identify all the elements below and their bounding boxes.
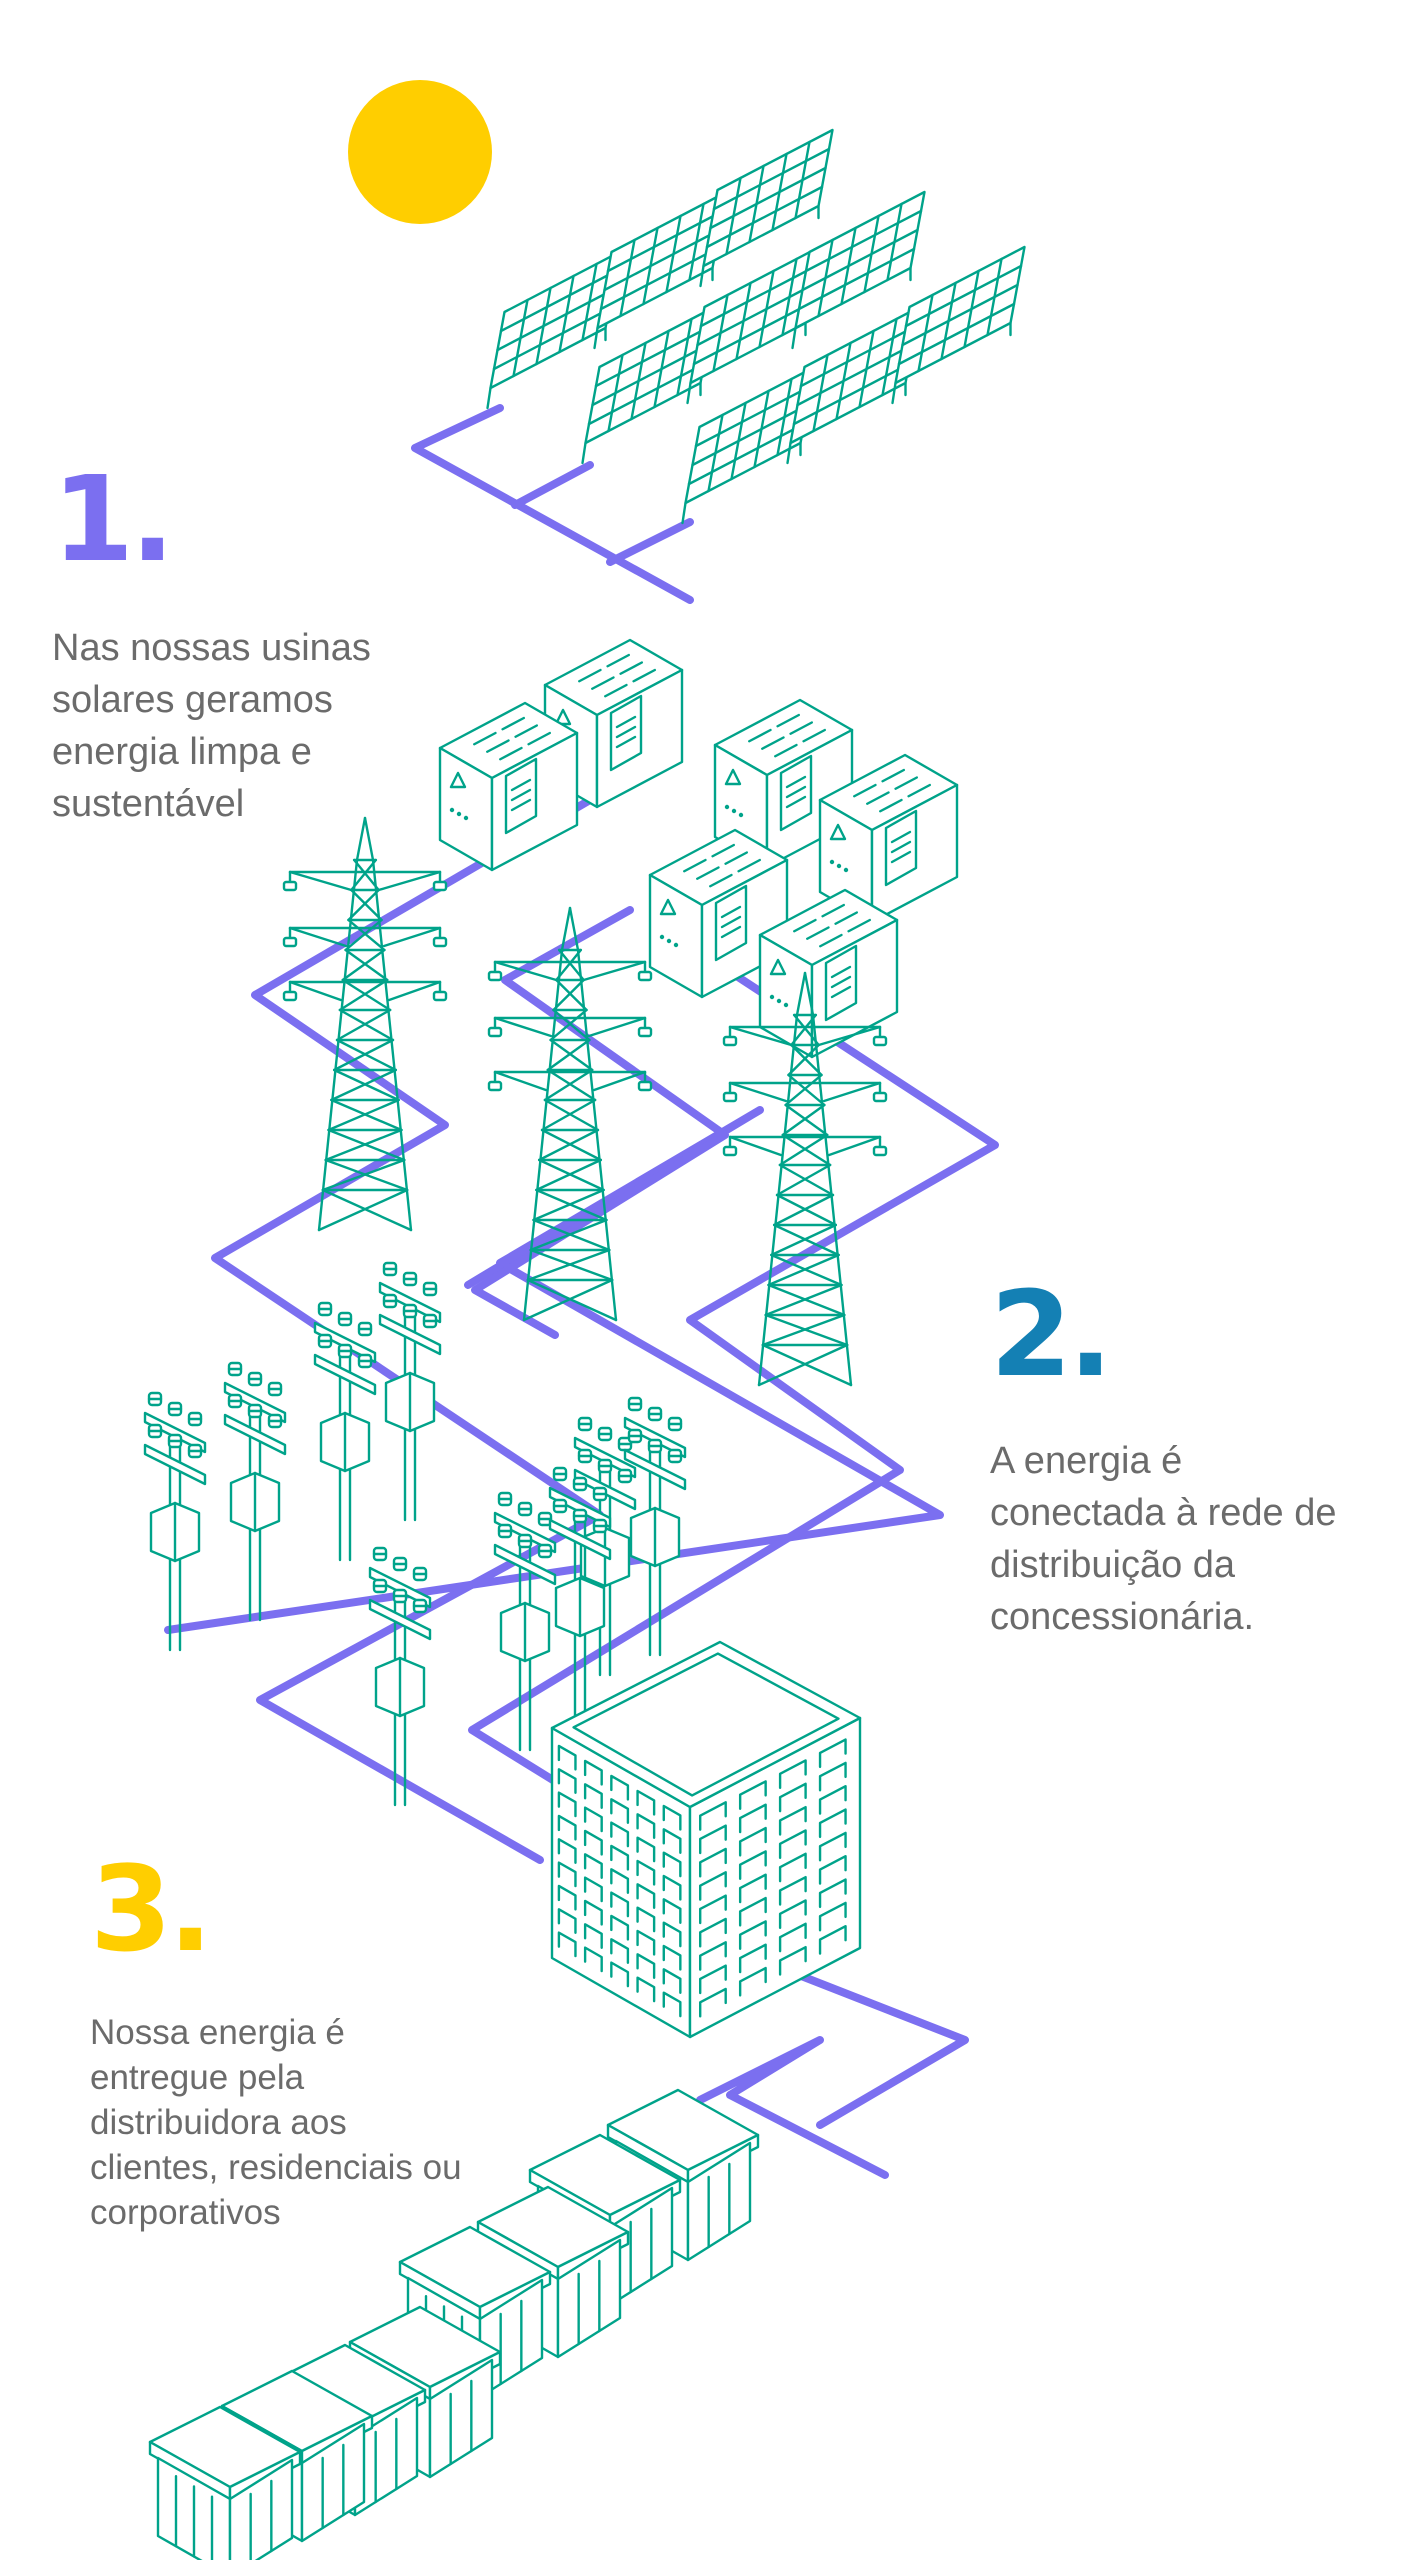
step-3-line: clientes, residenciais ou (90, 2148, 462, 2187)
utility-pole-icon (313, 1301, 377, 1562)
solar-panel-icon (699, 128, 834, 288)
transmission-towers (282, 816, 888, 1387)
house-icon (148, 2405, 302, 2560)
step-2-line: A energia é (990, 1440, 1183, 1482)
step-2: 2. A energia é conectada à rede de distr… (990, 1275, 1337, 1643)
step-1-line: energia limpa e (52, 731, 312, 773)
step-3: 3. Nossa energia é entregue pela distrib… (90, 1850, 462, 2235)
power-cable (471, 906, 729, 1339)
utility-pole-icon (143, 1391, 207, 1652)
step-3-line: distribuidora aos (90, 2103, 347, 2142)
transmission-tower-icon (487, 906, 653, 1322)
power-cable (511, 461, 594, 509)
power-cable (606, 518, 694, 566)
step-3-number: 3. (90, 1840, 213, 1978)
power-cable (164, 1106, 944, 1634)
transmission-tower-icon (722, 971, 888, 1387)
inverter-cabinet-icon (713, 698, 854, 869)
solar-panel-icon (593, 190, 728, 350)
step-2-number: 2. (990, 1265, 1113, 1403)
power-cable (764, 1959, 969, 2129)
step-3-line: corporativos (90, 2193, 281, 2232)
solar-panels (486, 128, 1026, 525)
utility-pole-icon (623, 1396, 687, 1657)
step-3-line: entregue pela (90, 2058, 305, 2097)
office-building (550, 1640, 862, 2039)
step-3-description: Nossa energia é entregue pela distribuid… (90, 2010, 462, 2235)
step-3-line: Nossa energia é (90, 2013, 345, 2052)
inverter-cabinet-icon (818, 753, 959, 924)
step-1-line: Nas nossas usinas (52, 627, 371, 669)
step-2-line: conectada à rede de (990, 1492, 1337, 1534)
step-1-description: Nas nossas usinas solares geramos energi… (52, 622, 371, 830)
solar-panel-icon (791, 190, 926, 350)
transmission-tower-icon (282, 816, 448, 1232)
solar-panel-icon (891, 245, 1026, 405)
step-1-number: 1. (52, 450, 175, 588)
utility-pole-icon (378, 1261, 442, 1522)
solar-panel-icon (681, 365, 816, 525)
step-2-line: concessionária. (990, 1596, 1255, 1638)
houses (148, 2088, 760, 2560)
power-cable (696, 2036, 889, 2179)
step-1-line: solares geramos (52, 679, 333, 721)
step-2-line: distribuição da (990, 1544, 1236, 1586)
step-2-description: A energia é conectada à rede de distribu… (990, 1435, 1337, 1643)
inverter-cabinets (438, 638, 959, 1059)
inverter-cabinet-icon (438, 701, 579, 872)
solar-panel-icon (786, 305, 921, 465)
power-cable (411, 404, 694, 604)
step-1-line: sustentável (52, 783, 245, 825)
utility-pole-icon (548, 1466, 612, 1727)
sun-icon (348, 80, 492, 224)
step-1: 1. Nas nossas usinas solares geramos ene… (52, 460, 371, 830)
solar-panel-icon (581, 305, 716, 465)
utility-pole-icon (368, 1546, 432, 1807)
utility-pole-icon (493, 1491, 557, 1752)
office-building-icon (550, 1640, 862, 2039)
utility-pole-icon (223, 1361, 287, 1622)
solar-panel-icon (486, 250, 621, 410)
distribution-poles (143, 1261, 687, 1807)
